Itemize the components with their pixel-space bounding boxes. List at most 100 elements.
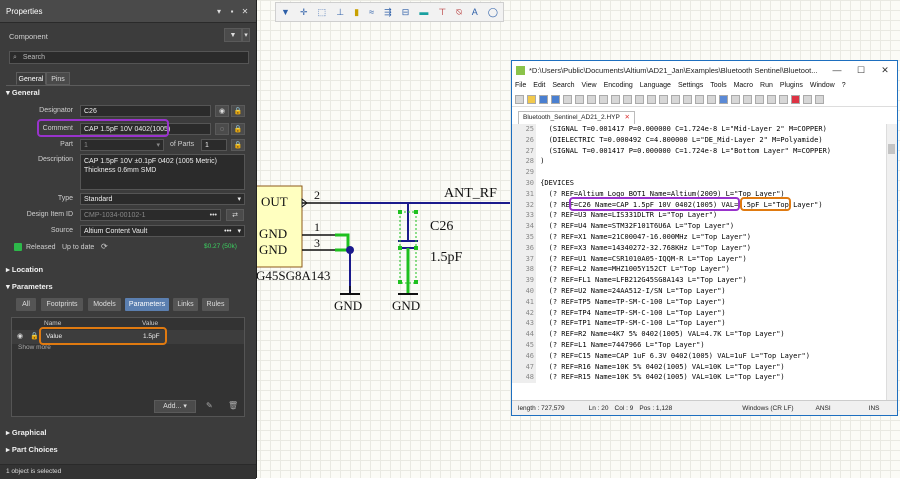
code-area[interactable]: 25 (SIGNAL T=0.001417 P=0.000000 C=1.724…	[512, 124, 888, 402]
table-row[interactable]: ◉ 🔒 Value 1.5pF	[12, 330, 244, 344]
code-line[interactable]: 46 (? REF=C15 Name=CAP 1uF 6.3V 0402(100…	[512, 350, 888, 362]
part-select[interactable]: 1 ▾	[80, 139, 164, 151]
cap-designator-label[interactable]: C26	[430, 219, 454, 234]
swap-icon[interactable]: ⇄	[226, 209, 244, 221]
general-section-header[interactable]: ▾ General	[6, 88, 40, 97]
code-line[interactable]: 45 (? REF=L1 Name=7447966 L="Top Layer")	[512, 339, 888, 351]
panel-menu-icon[interactable]: ▾	[216, 6, 221, 16]
pin-panel-icon[interactable]: ▪	[230, 6, 234, 16]
param-tab-all[interactable]: All	[16, 298, 36, 311]
code-line[interactable]: 36 (? REF=X3 Name=14340272-32.768KHz L="…	[512, 242, 888, 254]
paste-icon[interactable]	[611, 94, 620, 104]
maximize-icon[interactable]: ☐	[856, 64, 866, 75]
code-line[interactable]: 29	[512, 167, 888, 178]
stop-macro-icon[interactable]	[803, 94, 812, 104]
close-icon[interactable]: ✕	[881, 64, 889, 75]
folder-workspace-icon[interactable]	[779, 94, 788, 104]
wire-icon[interactable]: ≈	[369, 7, 375, 17]
harness-icon[interactable]: ⊟	[401, 6, 410, 17]
code-line[interactable]: 27 (SIGNAL T=0.001417 P=0.000000 C=1.724…	[512, 145, 888, 157]
param-tab-links[interactable]: Links	[173, 298, 198, 311]
more-icon[interactable]: •••	[209, 212, 217, 219]
close-panel-icon[interactable]: ✕	[241, 6, 249, 16]
code-line[interactable]: 42 (? REF=TP4 Name=TP-SM-C-100 L="Top La…	[512, 307, 888, 319]
menu-tools[interactable]: Tools	[710, 82, 727, 89]
code-line[interactable]: 31 (? REF=Altium_Logo_BOT1 Name=Altium(2…	[512, 188, 888, 200]
power-port-icon[interactable]: ⊤	[438, 6, 447, 17]
graphical-section-header[interactable]: ▸ Graphical	[6, 428, 47, 437]
directive-icon[interactable]: ⍉	[456, 6, 462, 17]
param-tab-models[interactable]: Models	[88, 298, 121, 311]
filter-icon[interactable]: ▼	[281, 7, 290, 17]
code-line[interactable]: 47 (? REF=R16 Name=10K 5% 0402(1005) VAL…	[512, 361, 888, 373]
doc-map-icon[interactable]	[755, 94, 764, 104]
location-section-header[interactable]: ▸ Location	[6, 265, 44, 274]
code-line[interactable]: 48 (? REF=R15 Name=10K 5% 0402(1005) VAL…	[512, 372, 888, 384]
sync-scroll-icon[interactable]	[695, 94, 704, 104]
add-parameter-button[interactable]: Add... ▾	[154, 400, 196, 413]
code-line[interactable]: 30 {DEVICES	[512, 177, 888, 189]
code-line[interactable]: 25 (SIGNAL T=0.001417 P=0.000000 C=1.724…	[512, 124, 888, 135]
close-file-icon[interactable]	[563, 94, 572, 104]
menu-language[interactable]: Language	[639, 82, 671, 89]
param-tab-parameters[interactable]: Parameters	[125, 298, 169, 311]
indent-guide-icon[interactable]	[731, 94, 740, 104]
menu-run[interactable]: Run	[760, 82, 773, 89]
lang-icon[interactable]	[743, 94, 752, 104]
port-icon[interactable]: ▬	[419, 7, 429, 17]
move-icon[interactable]: ✛	[300, 6, 308, 17]
menu-window[interactable]: Window	[809, 82, 835, 89]
comment-visibility-icon[interactable]: ◌	[215, 123, 229, 135]
search-input[interactable]: ⌕ Search	[9, 51, 249, 64]
undo-icon[interactable]	[623, 94, 632, 104]
edit-icon[interactable]: ✎	[206, 401, 213, 410]
select-rect-icon[interactable]: ⬚	[317, 6, 327, 17]
designator-field[interactable]: C26	[80, 105, 211, 117]
find-icon[interactable]	[647, 94, 656, 104]
record-macro-icon[interactable]	[791, 94, 800, 104]
refresh-icon[interactable]: ⟳	[101, 242, 108, 251]
type-select[interactable]: Standard ▾	[80, 193, 245, 205]
code-line[interactable]: 39 (? REF=FL1 Name=LFB212G45SG8A143 L="T…	[512, 275, 888, 286]
bus-icon[interactable]: ⇶	[384, 6, 392, 17]
more-icon[interactable]: •••	[224, 228, 232, 235]
open-file-icon[interactable]	[527, 94, 536, 104]
row-lock-icon[interactable]: 🔒	[30, 333, 39, 340]
designator-lock-icon[interactable]: 🔒	[231, 105, 245, 117]
zoom-in-icon[interactable]	[671, 94, 680, 104]
menu-search[interactable]: Search	[552, 82, 575, 89]
menu-help[interactable]: ?	[841, 82, 846, 89]
code-line[interactable]: 41 (? REF=TP5 Name=TP-SM-C-100 L="Top La…	[512, 296, 888, 308]
parameters-section-header[interactable]: ▾ Parameters	[6, 282, 53, 291]
print-icon[interactable]	[575, 94, 584, 104]
copy-icon[interactable]	[599, 94, 608, 104]
zoom-out-icon[interactable]	[683, 94, 692, 104]
param-tab-rules[interactable]: Rules	[202, 298, 229, 311]
text-icon[interactable]: A	[471, 7, 478, 17]
word-wrap-icon[interactable]	[707, 94, 716, 104]
cap-value-label[interactable]: 1.5pF	[430, 250, 463, 265]
tab-general[interactable]: General	[16, 72, 46, 85]
function-list-icon[interactable]	[767, 94, 776, 104]
filter-button[interactable]: ▼	[224, 28, 242, 42]
minimize-icon[interactable]: —	[832, 65, 842, 75]
menu-edit[interactable]: Edit	[533, 82, 546, 89]
net-label-ant-rf[interactable]: ANT_RF	[444, 186, 497, 201]
part-choices-section-header[interactable]: ▸ Part Choices	[6, 445, 58, 454]
code-line[interactable]: 35 (? REF=X1 Name=21C00047-16.000MHz L="…	[512, 231, 888, 243]
row-visibility-icon[interactable]: ◉	[17, 333, 24, 340]
menu-file[interactable]: File	[515, 82, 527, 89]
cut-icon[interactable]	[587, 94, 596, 104]
save-all-icon[interactable]	[551, 94, 560, 104]
designator-visibility-icon[interactable]: ◉	[215, 105, 229, 117]
code-line[interactable]: 33 (? REF=U3 Name=LIS331DLTR L="Top Laye…	[512, 210, 888, 222]
document-tab[interactable]: Bluetooth_Sentinel_AD21_2.HYP ✕	[518, 111, 635, 124]
menu-macro[interactable]: Macro	[733, 82, 754, 89]
code-line[interactable]: 37 (? REF=U1 Name=CSR1010A05-IQQM-R L="T…	[512, 253, 888, 265]
code-line[interactable]: 43 (? REF=TP1 Name=TP-SM-C-100 L="Top La…	[512, 318, 888, 330]
code-line[interactable]: 44 (? REF=R2 Name=4K7 5% 0402(1005) VAL=…	[512, 329, 888, 340]
new-file-icon[interactable]	[515, 94, 524, 104]
menu-settings[interactable]: Settings	[677, 82, 704, 89]
filter-dropdown-button[interactable]: ▾	[242, 28, 250, 42]
delete-icon[interactable]: 🗑	[228, 401, 239, 410]
